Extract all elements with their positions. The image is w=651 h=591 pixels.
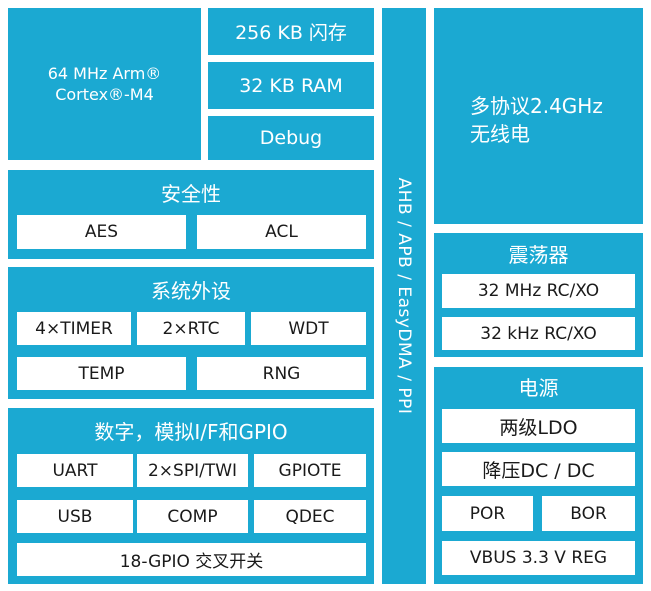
radio-label: 多协议2.4GHz 无线电	[470, 92, 603, 148]
cpu-line1: 64 MHz Arm®	[47, 64, 162, 83]
flash-label: 256 KB 闪存	[235, 22, 347, 44]
debug-block: Debug	[208, 116, 374, 160]
gpio-crossbar-module: 18-GPIO 交叉开关	[17, 543, 366, 576]
vbus-reg-module: VBUS 3.3 V REG	[442, 541, 635, 575]
osc-32khz-module: 32 kHz RC/XO	[442, 317, 635, 350]
security-title: 安全性	[161, 181, 221, 206]
digital-analog-gpio-block: 数字，模拟I/F和GPIO UART 2×SPI/TWI GPIOTE USB …	[8, 408, 374, 584]
system-bus: AHB / APB / EasyDMA / PPI	[382, 8, 426, 584]
ram-block: 32 KB RAM	[208, 62, 374, 109]
temp-module: TEMP	[17, 357, 186, 390]
radio-line1: 多协议2.4GHz	[470, 94, 603, 118]
ldo-module: 两级LDO	[442, 409, 635, 443]
digital-analog-gpio-title: 数字，模拟I/F和GPIO	[94, 419, 288, 444]
wdt-module: WDT	[251, 312, 366, 345]
bus-label: AHB / APB / EasyDMA / PPI	[394, 177, 414, 415]
timer-module: 4×TIMER	[17, 312, 131, 345]
rng-module: RNG	[197, 357, 366, 390]
por-module: POR	[442, 496, 533, 531]
debug-label: Debug	[259, 127, 323, 149]
security-block: 安全性 AES ACL	[8, 170, 374, 259]
spi-twi-module: 2×SPI/TWI	[137, 454, 248, 487]
osc-32mhz-module: 32 MHz RC/XO	[442, 274, 635, 308]
dcdc-module: 降压DC / DC	[442, 452, 635, 486]
oscillator-block: 震荡器 32 MHz RC/XO 32 kHz RC/XO	[434, 233, 643, 357]
system-peripherals-block: 系统外设 4×TIMER 2×RTC WDT TEMP RNG	[8, 267, 374, 399]
aes-module: AES	[17, 215, 186, 249]
radio-block: 多协议2.4GHz 无线电	[434, 8, 643, 224]
system-peripherals-title: 系统外设	[151, 278, 231, 303]
oscillator-title: 震荡器	[508, 242, 569, 267]
comp-module: COMP	[137, 500, 248, 533]
flash-block: 256 KB 闪存	[208, 8, 374, 55]
rtc-module: 2×RTC	[137, 312, 245, 345]
gpiote-module: GPIOTE	[254, 454, 366, 487]
cpu-block: 64 MHz Arm® Cortex®-M4	[8, 8, 201, 160]
acl-module: ACL	[197, 215, 366, 249]
power-title: 电源	[518, 375, 559, 400]
ram-label: 32 KB RAM	[239, 74, 343, 97]
bor-module: BOR	[542, 496, 635, 531]
usb-module: USB	[17, 500, 133, 533]
power-block: 电源 两级LDO 降压DC / DC POR BOR VBUS 3.3 V RE…	[434, 367, 643, 584]
radio-line2: 无线电	[470, 122, 530, 146]
uart-module: UART	[17, 454, 133, 487]
cpu-line2: Cortex®-M4	[55, 85, 154, 104]
qdec-module: QDEC	[254, 500, 366, 533]
